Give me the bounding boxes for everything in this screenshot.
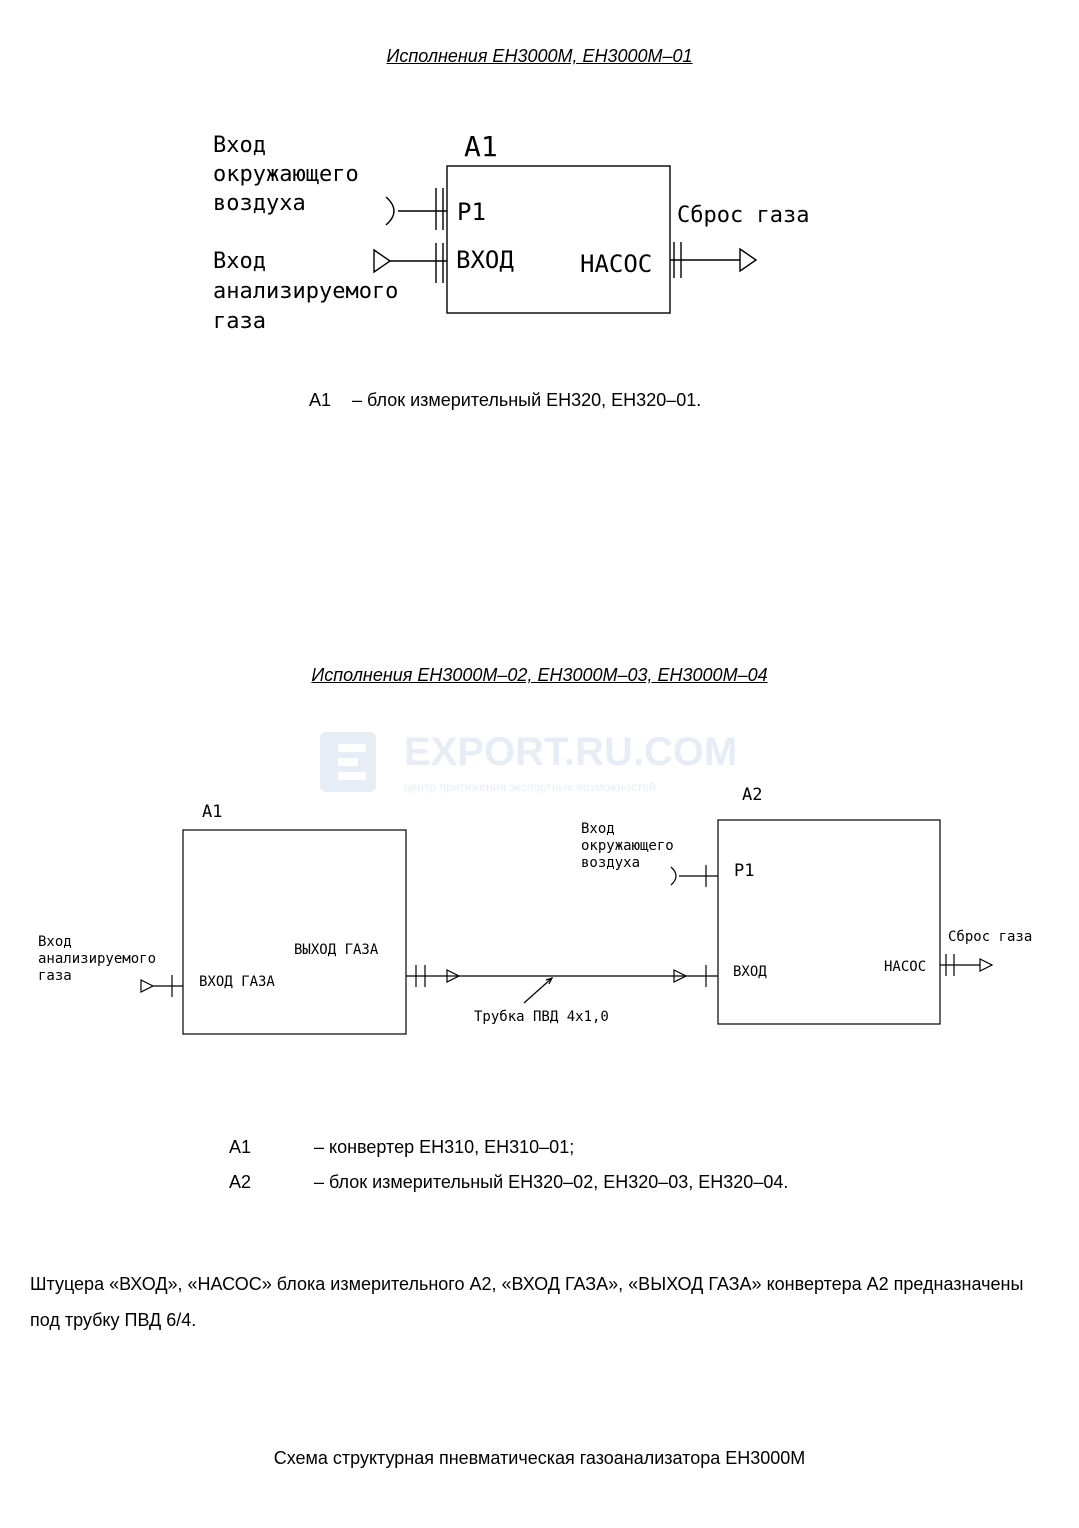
air-inlet-line-2: окружающего xyxy=(213,162,359,187)
legend1-code: А1 xyxy=(309,390,332,410)
figure-caption: Схема структурная пневматическая газоана… xyxy=(273,1448,806,1468)
gas-inlet-line-3: газа xyxy=(213,309,266,334)
air-inlet-symbol xyxy=(670,866,677,886)
gas-inlet-line-2: анализируемого xyxy=(38,951,156,967)
air-inlet-line-3: воздуха xyxy=(581,855,640,871)
section1-heading: Исполнения ЕН3000М, ЕН3000М–01 xyxy=(386,46,693,66)
block-a1 xyxy=(446,165,671,314)
gas-inlet-arrow xyxy=(140,979,155,993)
air-inlet-symbol xyxy=(385,196,395,226)
block-a1-label: А1 xyxy=(464,130,498,163)
legend1-text: – блок измерительный ЕН320, ЕН320–01. xyxy=(352,390,702,410)
gas-outlet-arrow xyxy=(979,958,994,972)
a1-port-out-label: ВЫХОД ГАЗА xyxy=(294,942,379,958)
gas-inlet-arrow xyxy=(373,248,392,274)
legend2-a1-text: – конвертер ЕН310, ЕН310–01; xyxy=(314,1137,575,1157)
tube-arrow-1 xyxy=(446,969,461,983)
gas-outlet-label: Сброс газа xyxy=(677,203,809,228)
block2-a1 xyxy=(182,829,407,1035)
block2-a1-label: А1 xyxy=(202,802,222,822)
legend2-a2-code: А2 xyxy=(229,1172,252,1192)
fittings-note: Штуцера «ВХОД», «НАСОС» блока измеритель… xyxy=(30,1274,1024,1330)
legend2-a2-text: – блок измерительный ЕН320–02, ЕН320–03,… xyxy=(314,1172,789,1192)
port-p1-label: Р1 xyxy=(457,198,486,226)
gas-inlet-line-2: анализируемого xyxy=(213,279,398,304)
diagram-2: А1 А2 ВХОД ГАЗА ВЫХОД ГАЗА Р1 ВХОД НАСОС… xyxy=(38,785,1032,1035)
watermark-title: EXPORT.RU.COM xyxy=(404,730,738,774)
tube-label: Трубка ПВД 4х1,0 xyxy=(474,1009,609,1025)
a1-port-in-label: ВХОД ГАЗА xyxy=(199,974,275,990)
section2-heading: Исполнения ЕН3000М–02, ЕН3000М–03, ЕН300… xyxy=(311,665,768,685)
block2-a2 xyxy=(717,819,941,1025)
port-inlet-label: ВХОД xyxy=(456,246,514,274)
a2-port-pump-label: НАСОС xyxy=(884,959,926,975)
gas-outlet-arrow xyxy=(739,247,758,273)
block2-a2-label: А2 xyxy=(742,785,762,805)
diagram-1: А1 Р1 ВХОД НАСОС Вход окружающего воздух… xyxy=(213,130,809,334)
watermark-subtitle: центр притяжения экспортных возможностей xyxy=(404,780,656,794)
watermark-logo-icon xyxy=(320,732,376,792)
air-inlet-line-1: Вход xyxy=(213,133,266,158)
air-inlet-line-2: окружающего xyxy=(581,838,674,854)
a2-port-inlet-label: ВХОД xyxy=(733,964,767,980)
air-inlet-line-3: воздуха xyxy=(213,191,306,216)
gas-inlet-line-3: газа xyxy=(38,968,72,984)
tube-arrow-2 xyxy=(673,969,688,983)
gas-outlet-label: Сброс газа xyxy=(948,929,1032,945)
port-pump-label: НАСОС xyxy=(580,250,652,278)
gas-inlet-line-1: Вход xyxy=(213,249,266,274)
air-inlet-line-1: Вход xyxy=(581,821,615,837)
gas-inlet-line-1: Вход xyxy=(38,934,72,950)
legend2-a1-code: А1 xyxy=(229,1137,252,1157)
a2-port-p1-label: Р1 xyxy=(734,861,754,881)
